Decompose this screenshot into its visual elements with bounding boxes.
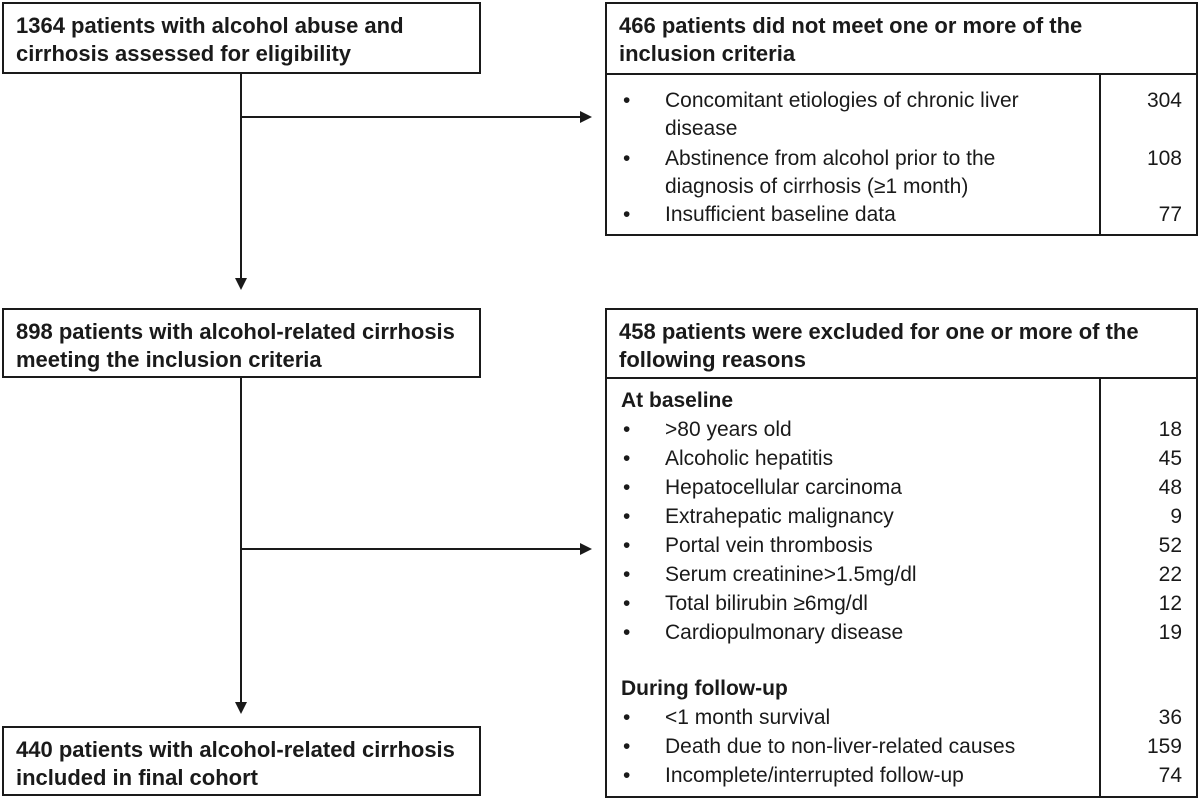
item-label: Alcoholic hepatitis [665, 447, 834, 470]
item-label: <1 month survival [665, 706, 831, 729]
item-label: Concomitant etiologies of chronic liver … [665, 89, 1019, 140]
count-column-divider [1099, 379, 1101, 796]
final-cohort-text: 440 patients with alcohol-related cirrho… [16, 737, 455, 790]
item-label: >80 years old [665, 418, 792, 441]
item-count: 18 [1158, 418, 1182, 441]
item-label: Death due to non-liver-related causes [665, 735, 1016, 758]
exclusion-1-list: • Concomitant etiologies of chronic live… [605, 73, 1198, 236]
item-count: 45 [1158, 447, 1182, 470]
list-item: • Abstinence from alcohol prior to the d… [607, 145, 1196, 201]
bullet: • [623, 147, 631, 170]
bullet: • [623, 418, 631, 441]
item-label: Insufficient baseline data [665, 203, 896, 226]
bullet: • [623, 592, 631, 615]
bullet: • [623, 735, 631, 758]
count-column-divider [1099, 75, 1101, 234]
baseline-heading: At baseline [621, 389, 734, 412]
item-count: 19 [1158, 621, 1182, 644]
bullet: • [623, 764, 631, 787]
item-label: Total bilirubin ≥6mg/dl [665, 592, 868, 615]
item-label: Serum creatinine>1.5mg/dl [665, 563, 917, 586]
bullet: • [623, 203, 631, 226]
eligible-box: 898 patients with alcohol-related cirrho… [2, 308, 481, 378]
item-label: Portal vein thrombosis [665, 534, 873, 557]
item-count: 12 [1158, 592, 1182, 615]
bullet: • [623, 89, 631, 112]
bullet: • [623, 706, 631, 729]
bullet: • [623, 621, 631, 644]
exclusion-1-title: 466 patients did not meet one or more of… [619, 13, 1083, 66]
item-count: 108 [1146, 147, 1182, 170]
item-count: 48 [1158, 476, 1182, 499]
exclusion-2-title: 458 patients were excluded for one or mo… [619, 319, 1139, 372]
item-label: Abstinence from alcohol prior to the dia… [665, 147, 996, 198]
item-count: 74 [1158, 764, 1182, 787]
list-item: • Insufficient baseline data 77 [607, 201, 1196, 229]
item-count: 36 [1158, 706, 1182, 729]
screened-box: 1364 patients with alcohol abuse and cir… [2, 2, 481, 74]
final-cohort-box: 440 patients with alcohol-related cirrho… [2, 726, 481, 796]
item-count: 22 [1158, 563, 1182, 586]
item-label: Extrahepatic malignancy [665, 505, 894, 528]
eligible-text: 898 patients with alcohol-related cirrho… [16, 319, 455, 372]
item-label: Cardiopulmonary disease [665, 621, 904, 644]
bullet: • [623, 505, 631, 528]
item-count: 159 [1146, 735, 1182, 758]
bullet: • [623, 534, 631, 557]
item-count: 304 [1146, 89, 1182, 112]
bullet: • [623, 447, 631, 470]
item-label: Hepatocellular carcinoma [665, 476, 902, 499]
list-item: • Concomitant etiologies of chronic live… [607, 87, 1196, 143]
followup-heading: During follow-up [621, 677, 788, 700]
exclusion-2-list: At baseline • >80 years old 18 • Alcohol… [605, 377, 1198, 798]
item-count: 77 [1158, 203, 1182, 226]
screened-text: 1364 patients with alcohol abuse and cir… [16, 13, 404, 66]
bullet: • [623, 563, 631, 586]
bullet: • [623, 476, 631, 499]
exclusion-box-1: 466 patients did not meet one or more of… [605, 2, 1198, 236]
item-count: 52 [1158, 534, 1182, 557]
exclusion-box-2: 458 patients were excluded for one or mo… [605, 308, 1198, 798]
item-label: Incomplete/interrupted follow-up [665, 764, 964, 787]
item-count: 9 [1170, 505, 1182, 528]
